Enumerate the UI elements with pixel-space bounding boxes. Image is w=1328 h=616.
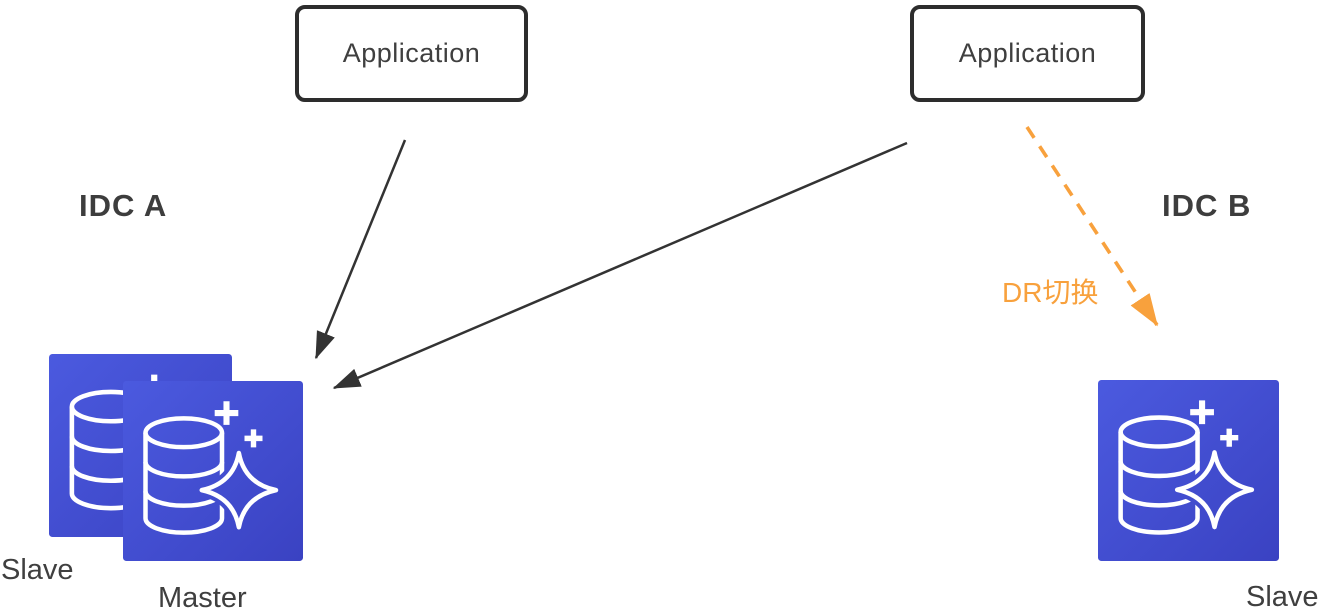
application-node-right: Application — [910, 5, 1145, 102]
application-node-left: Application — [295, 5, 528, 102]
database-sparkle-icon — [123, 381, 303, 561]
dr-switchover-label: DR切换 — [1002, 277, 1099, 308]
database-slave-a-label: Slave — [1, 554, 74, 586]
zone-label-idc-b: IDC B — [1162, 188, 1252, 223]
database-master-label: Master — [158, 582, 247, 614]
database-slave-b-label: Slave — [1246, 581, 1319, 613]
application-node-left-label: Application — [342, 38, 481, 68]
edge-app-right-to-master — [332, 141, 908, 390]
zone-label-idc-a: IDC A — [79, 188, 168, 223]
database-sparkle-icon — [1098, 380, 1279, 561]
edge-app-left-to-master — [314, 139, 407, 360]
application-node-right-label: Application — [958, 38, 1097, 68]
